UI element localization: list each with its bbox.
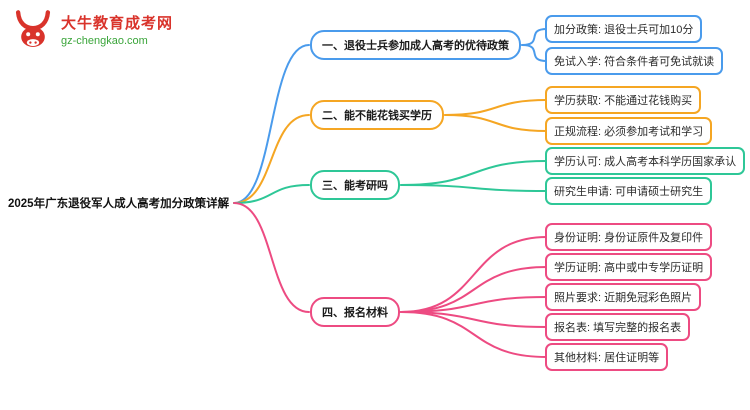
leaf-node-1-1: 加分政策: 退役士兵可加10分 <box>545 15 703 43</box>
leaf-node-4-1: 身份证明: 身份证原件及复印件 <box>545 223 713 251</box>
leaf-node-4-3: 照片要求: 近期免冠彩色照片 <box>545 283 702 311</box>
connector-line <box>400 311 548 358</box>
branch-node-3: 三、能考研吗 <box>310 170 400 200</box>
leaf-node-1-2: 免试入学: 符合条件者可免试就读 <box>545 47 724 75</box>
connector-line <box>444 114 548 132</box>
leaf-node-3-2: 研究生申请: 可申请硕士研究生 <box>545 177 713 205</box>
branch-node-1: 一、退役士兵参加成人高考的优待政策 <box>310 30 521 60</box>
connector-line <box>521 44 548 62</box>
leaf-node-2-2: 正规流程: 必须参加考试和学习 <box>545 117 713 145</box>
connector-line <box>521 28 548 46</box>
leaf-node-2-1: 学历获取: 不能通过花钱购买 <box>545 86 702 114</box>
branch-node-2: 二、能不能花钱买学历 <box>310 100 444 130</box>
leaf-node-4-2: 学历证明: 高中或中专学历证明 <box>545 253 713 281</box>
connector-line <box>233 184 310 204</box>
root-topic: 2025年广东退役军人成人高考加分政策详解 <box>8 198 230 210</box>
branch-node-4: 四、报名材料 <box>310 297 400 327</box>
bull-logo-icon <box>15 10 51 47</box>
leaf-node-4-4: 报名表: 填写完整的报名表 <box>545 313 691 341</box>
connector-line <box>400 184 548 192</box>
connector-line <box>233 44 310 204</box>
site-logo[interactable]: 大牛教育成考网 gz-chengkao.com <box>12 8 173 50</box>
connector-line <box>400 160 548 186</box>
leaf-node-3-1: 学历认可: 成人高考本科学历国家承认 <box>545 147 746 175</box>
leaf-node-4-5: 其他材料: 居住证明等 <box>545 343 669 371</box>
logo-text-block: 大牛教育成考网 gz-chengkao.com <box>61 12 173 47</box>
connector-line <box>233 114 310 204</box>
connector-line <box>400 236 548 313</box>
site-domain: gz-chengkao.com <box>61 34 148 47</box>
connector-line <box>233 202 310 313</box>
connector-line <box>444 99 548 116</box>
connector-line <box>400 266 548 313</box>
site-name: 大牛教育成考网 <box>61 14 174 32</box>
connector-line <box>400 311 548 328</box>
connector-line <box>400 296 548 313</box>
